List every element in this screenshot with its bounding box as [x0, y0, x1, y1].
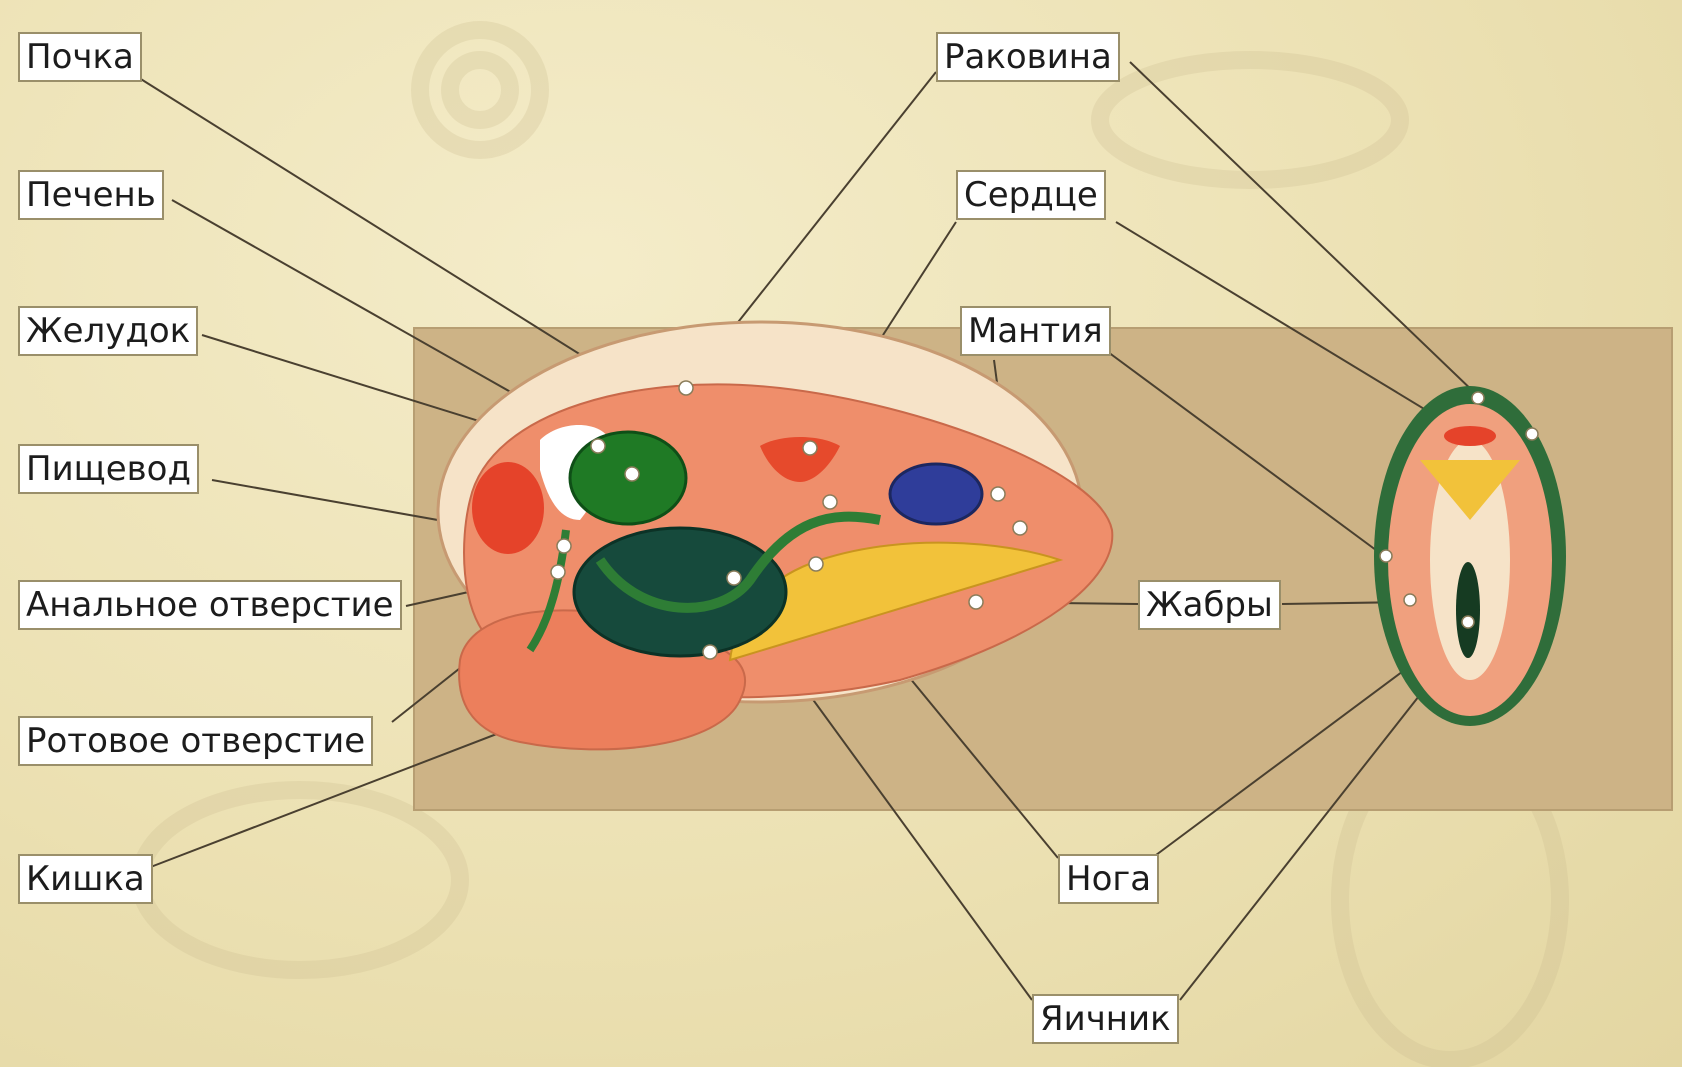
label-yaichnik: Яичник — [1032, 994, 1179, 1044]
pointer-dot — [969, 595, 983, 609]
kidney-shape — [472, 462, 544, 554]
label-zhabry: Жабры — [1138, 580, 1281, 630]
pointer-dot — [1462, 616, 1474, 628]
cross-section-heart — [1444, 426, 1496, 446]
pointer-dot — [1404, 594, 1416, 606]
pointer-dot — [727, 571, 741, 585]
pointer-dot — [679, 381, 693, 395]
label-zheludok: Желудок — [18, 306, 198, 356]
pointer-dot — [591, 439, 605, 453]
intestine-mass-shape — [574, 528, 786, 656]
pointer-dot — [991, 487, 1005, 501]
pointer-dot — [625, 467, 639, 481]
pointer-dot — [1380, 550, 1392, 562]
leader-line-pochka — [136, 76, 640, 392]
pointer-dot — [1472, 392, 1484, 404]
label-serdtse: Сердце — [956, 170, 1106, 220]
label-rakovina: Раковина — [936, 32, 1120, 82]
gonad-shape — [890, 464, 982, 524]
leader-line-pechen — [172, 200, 560, 420]
label-pechen: Печень — [18, 170, 164, 220]
pointer-dot — [1013, 521, 1027, 535]
label-rotovoe: Ротовое отверстие — [18, 716, 373, 766]
pointer-dot — [557, 539, 571, 553]
pointer-dot — [703, 645, 717, 659]
label-analnoe: Анальное отверстие — [18, 580, 402, 630]
pointer-dot — [803, 441, 817, 455]
pointer-dot — [551, 565, 565, 579]
cross-section-foot — [1456, 562, 1480, 658]
label-pochka: Почка — [18, 32, 142, 82]
label-kishka: Кишка — [18, 854, 153, 904]
pointer-dot — [809, 557, 823, 571]
label-mantiya: Мантия — [960, 306, 1111, 356]
label-noga: Нога — [1058, 854, 1159, 904]
label-pishchevod: Пищевод — [18, 444, 199, 494]
pointer-dot — [823, 495, 837, 509]
pointer-dot — [1526, 428, 1538, 440]
